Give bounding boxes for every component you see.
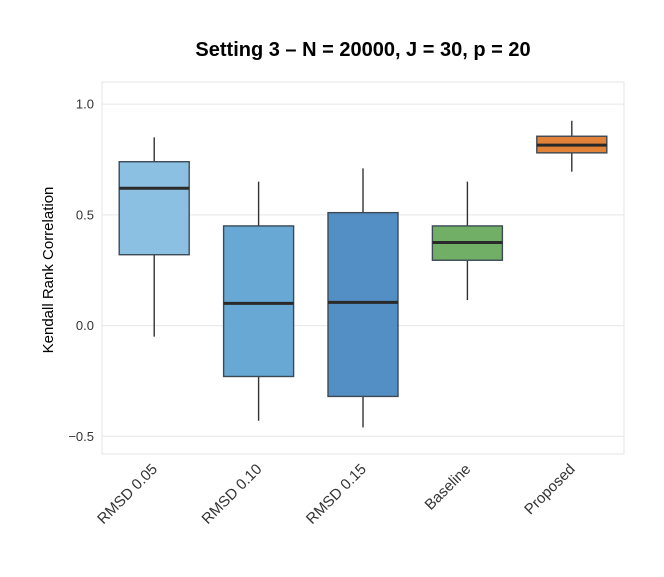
x-tick-label: Baseline (422, 461, 475, 514)
y-tick-label: 1.0 (76, 97, 94, 112)
y-tick-label: −0.5 (68, 429, 94, 444)
x-tick-label: Proposed (521, 461, 578, 518)
chart-title: Setting 3 – N = 20000, J = 30, p = 20 (195, 39, 530, 61)
x-tick-label: RMSD 0.15 (303, 461, 370, 528)
box (118, 161, 190, 256)
x-tick-label: RMSD 0.05 (94, 461, 161, 528)
box (327, 211, 399, 398)
y-tick-label: 0.0 (76, 318, 94, 333)
box (222, 225, 295, 378)
x-tick-label: RMSD 0.10 (199, 461, 266, 528)
plot-frame (101, 81, 625, 455)
y-axis-label: Kendall Rank Correlation (40, 187, 57, 354)
y-tick-label: 0.5 (76, 207, 94, 222)
